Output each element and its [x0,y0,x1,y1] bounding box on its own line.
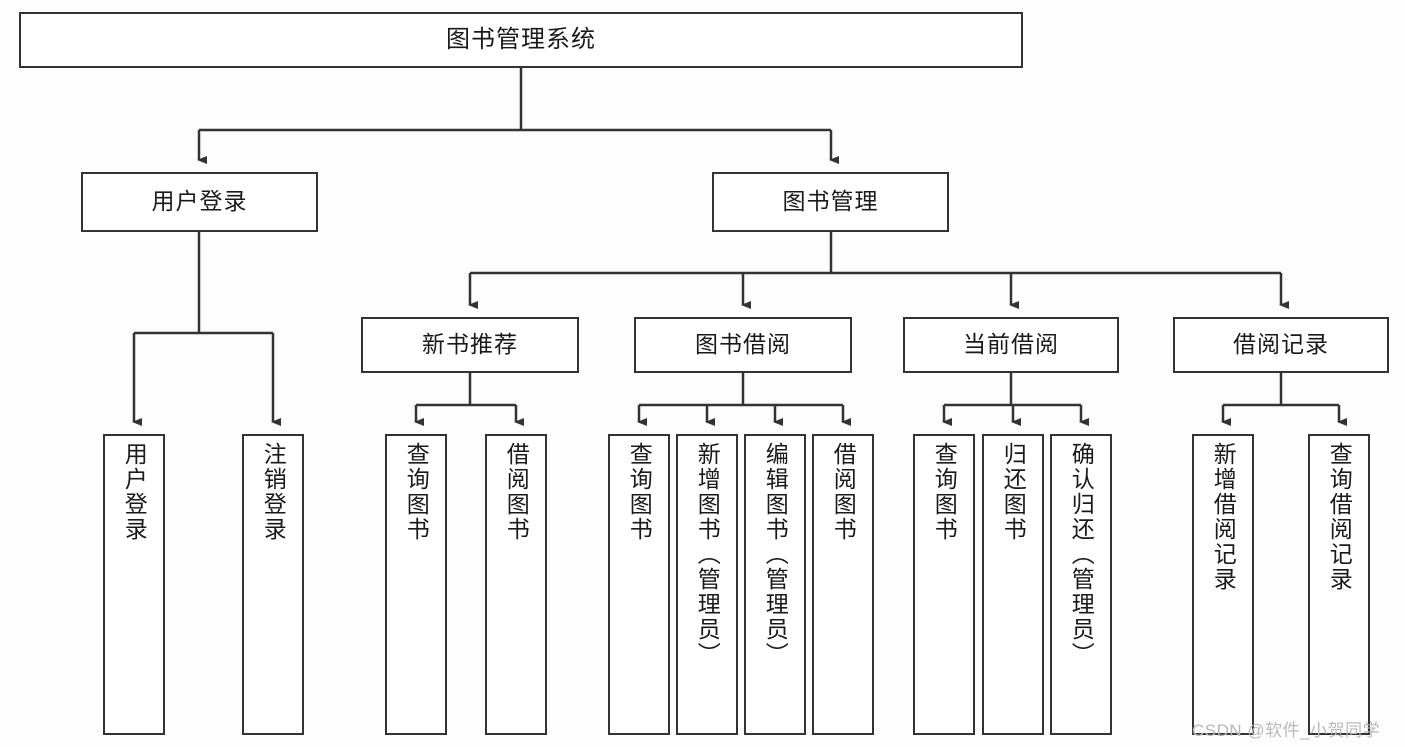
leaf-confirm-return-admin[interactable]: 确认归还（管理员） [1050,434,1112,735]
leaf-query-book-nb[interactable]: 查询图书 [385,434,447,735]
csdn-watermark: CSDN @软件_小贺同学 [1192,721,1381,740]
leaf-label: 确认归还（管理员） [1068,442,1095,667]
leaf-add-borrow-record[interactable]: 新增借阅记录 [1192,434,1254,735]
leaf-return-book[interactable]: 归还图书 [982,434,1044,735]
leaf-label: 查询图书 [403,442,430,542]
leaf-borrow-book-bb[interactable]: 借阅图书 [812,434,874,735]
leaf-label: 借阅图书 [830,442,857,542]
node-book-management[interactable]: 图书管理 [712,172,949,232]
leaf-query-borrow-record[interactable]: 查询借阅记录 [1308,434,1370,735]
leaf-add-book-admin[interactable]: 新增图书（管理员） [676,434,738,735]
node-user-login[interactable]: 用户登录 [81,172,318,232]
leaf-label: 编辑图书（管理员） [762,442,789,667]
leaf-label: 归还图书 [1000,442,1027,542]
leaf-label: 查询借阅记录 [1326,442,1353,592]
leaf-label: 查询图书 [931,442,958,542]
leaf-logout[interactable]: 注销登录 [242,434,304,735]
node-new-book-recommend[interactable]: 新书推荐 [361,317,579,373]
leaf-query-book-cb[interactable]: 查询图书 [913,434,975,735]
leaf-query-book-bb[interactable]: 查询图书 [608,434,670,735]
leaf-label: 注销登录 [260,442,287,542]
leaf-label: 用户登录 [121,442,148,542]
leaf-label: 查询图书 [626,442,653,542]
leaf-label: 新增图书（管理员） [694,442,721,667]
node-root-system[interactable]: 图书管理系统 [19,12,1023,68]
leaf-label: 新增借阅记录 [1210,442,1237,592]
node-book-borrow[interactable]: 图书借阅 [634,317,852,373]
node-current-borrow[interactable]: 当前借阅 [903,317,1119,373]
node-borrow-record[interactable]: 借阅记录 [1173,317,1389,373]
leaf-label: 借阅图书 [503,442,530,542]
leaf-edit-book-admin[interactable]: 编辑图书（管理员） [744,434,806,735]
leaf-borrow-book-nb[interactable]: 借阅图书 [485,434,547,735]
leaf-user-login[interactable]: 用户登录 [103,434,165,735]
